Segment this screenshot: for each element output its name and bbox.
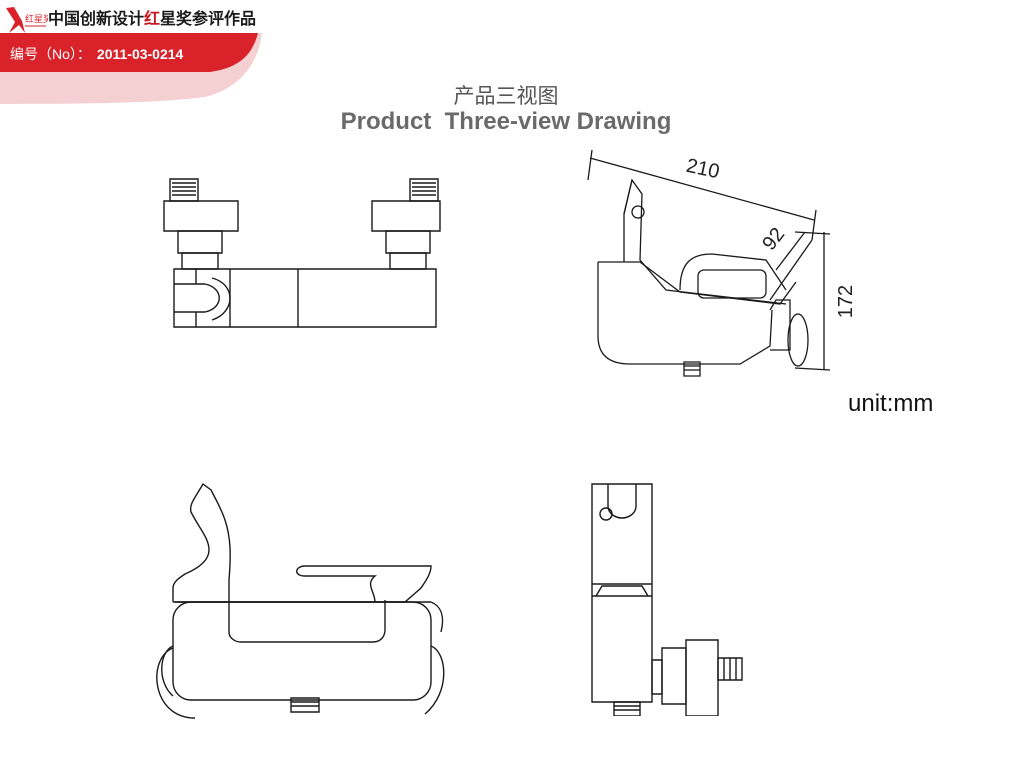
award-title: 中国创新设计红星奖参评作品	[48, 5, 256, 29]
entry-number-value: 2011-03-0214	[96, 46, 184, 62]
entry-number: 编号（No）： 2011-03-0214	[10, 44, 183, 64]
award-title-part2: 星奖参评作品	[160, 9, 257, 28]
number-ribbon	[0, 0, 270, 110]
award-title-part1: 中国创新设计	[48, 9, 145, 28]
entry-number-label: 编号（No）：	[10, 46, 91, 62]
front-view-drawing	[160, 174, 450, 334]
side-view-drawing	[155, 482, 455, 722]
page-title-cn: 产品三视图	[453, 84, 559, 108]
page-title-en: Product Three-view Drawing	[340, 108, 672, 135]
unit-label: unit:mm	[848, 390, 934, 417]
isometric-view-drawing	[580, 150, 850, 385]
logo-text: 红星奖	[25, 13, 48, 25]
red-star-logo: 红星奖	[4, 4, 52, 34]
rear-view-drawing	[586, 480, 746, 716]
dimension-height: 172	[835, 284, 858, 319]
award-title-accent: 红	[144, 9, 161, 28]
